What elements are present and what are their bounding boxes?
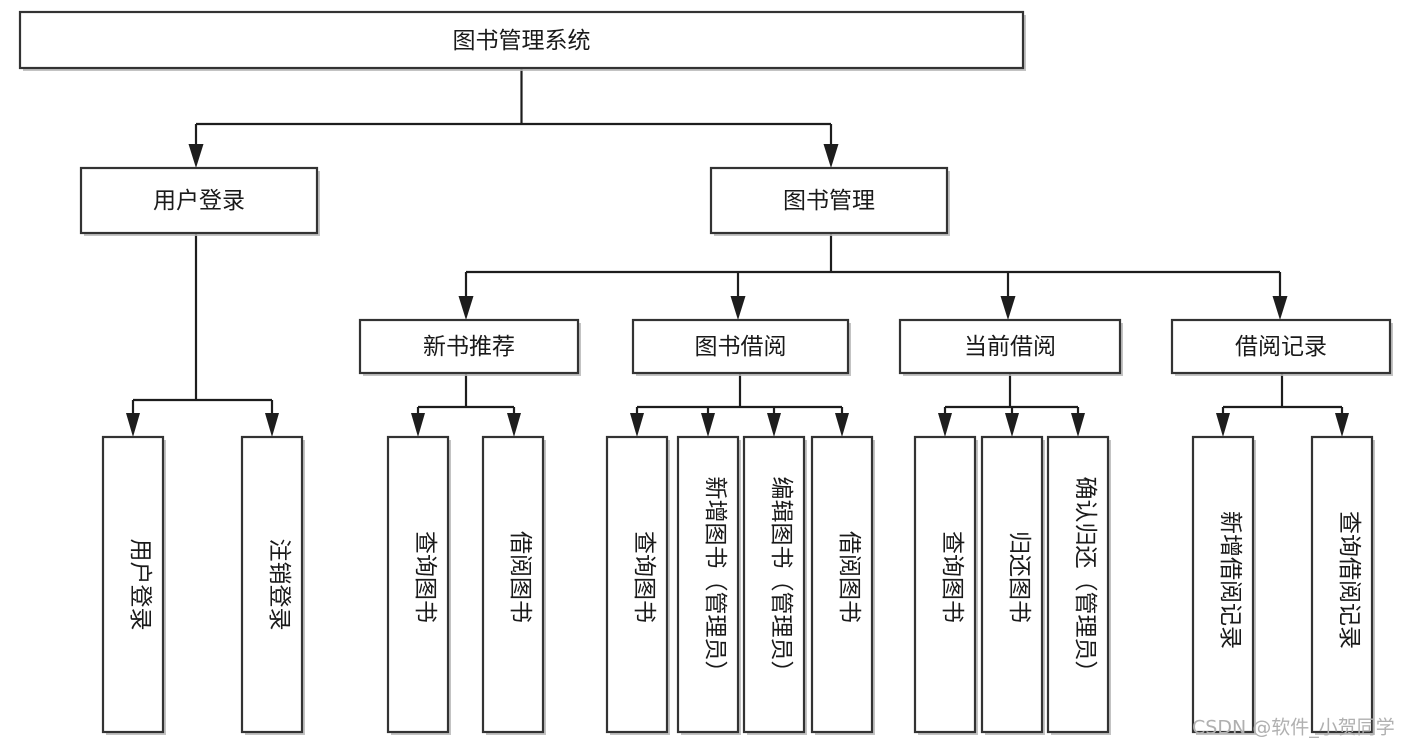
node-current-borrow-label: 当前借阅 [964, 334, 1056, 360]
arrowhead-new-book-recommend [458, 296, 474, 320]
arrowhead-leaf-confirm-return [1071, 413, 1085, 437]
node-leaf-add-record[interactable]: 新增借阅记录 [1191, 435, 1256, 735]
node-borrow-record-box[interactable] [1170, 318, 1392, 375]
node-book-borrow-box[interactable] [631, 318, 850, 375]
node-leaf-confirm-return[interactable]: 确认归还（管理员） [1046, 435, 1111, 735]
node-leaf-user-login-label: 用户登录 [127, 539, 153, 631]
arrowhead-leaf-query-book-1 [411, 413, 425, 437]
node-leaf-query-book-2[interactable]: 查询图书 [605, 435, 670, 735]
node-new-book-recommend[interactable]: 新书推荐 [358, 318, 581, 376]
arrowhead-leaf-add-record [1216, 413, 1230, 437]
node-user-login-box[interactable] [79, 166, 319, 235]
watermark-label: CSDN @软件_小贺同学 [1192, 717, 1395, 739]
edge-group-root-to-level2 [188, 68, 839, 168]
node-leaf-add-record-label: 新增借阅记录 [1217, 511, 1243, 649]
node-leaf-user-logout-box[interactable] [240, 435, 304, 734]
node-new-book-recommend-box[interactable] [358, 318, 580, 375]
node-leaf-edit-book-label: 编辑图书（管理员） [768, 477, 794, 684]
arrowhead-leaf-query-record [1335, 413, 1349, 437]
node-leaf-borrow-book-1[interactable]: 借阅图书 [481, 435, 546, 735]
arrowhead-leaf-user-logout [265, 413, 279, 437]
node-leaf-add-record-box[interactable] [1191, 435, 1255, 734]
node-leaf-borrow-book-1-box[interactable] [481, 435, 545, 734]
node-leaf-borrow-book-2-label: 借阅图书 [836, 531, 862, 623]
node-leaf-query-record-label: 查询借阅记录 [1336, 511, 1362, 649]
edge-group-current-borrow-to-leaves [938, 373, 1085, 437]
arrowhead-leaf-return-book [1005, 413, 1019, 437]
node-borrow-record[interactable]: 借阅记录 [1170, 318, 1393, 376]
node-leaf-borrow-book-1-label: 借阅图书 [507, 531, 533, 623]
node-root-box[interactable] [18, 10, 1025, 70]
node-book-management-box[interactable] [709, 166, 949, 235]
node-leaf-user-logout[interactable]: 注销登录 [240, 435, 305, 735]
node-leaf-add-book-box[interactable] [676, 435, 740, 734]
node-leaf-user-login[interactable]: 用户登录 [101, 435, 166, 735]
node-leaf-query-book-2-box[interactable] [605, 435, 669, 734]
node-user-login-label: 用户登录 [153, 188, 245, 214]
edge-group-book-borrow-to-leaves [630, 373, 849, 437]
node-book-borrow-label: 图书借阅 [695, 334, 787, 360]
node-borrow-record-label: 借阅记录 [1235, 334, 1327, 360]
edge-group-new-book-recommend-to-leaves [411, 373, 521, 437]
arrowhead-leaf-borrow-book-1 [507, 413, 521, 437]
edge-group-borrow-record-to-leaves [1216, 373, 1349, 437]
node-leaf-user-logout-label: 注销登录 [266, 539, 292, 631]
node-root-label: 图书管理系统 [453, 28, 591, 54]
node-leaf-query-book-2-label: 查询图书 [631, 531, 657, 623]
node-leaf-add-book[interactable]: 新增图书（管理员） [676, 435, 741, 735]
arrowhead-leaf-edit-book [767, 413, 781, 437]
node-leaf-query-record-box[interactable] [1310, 435, 1374, 734]
node-leaf-query-record[interactable]: 查询借阅记录 [1310, 435, 1375, 735]
node-leaf-query-book-3-label: 查询图书 [939, 531, 965, 623]
arrowhead-leaf-add-book [701, 413, 715, 437]
edge-group-book-management-to-level3 [458, 233, 1288, 320]
node-book-management-label: 图书管理 [783, 188, 875, 214]
node-leaf-return-book-label: 归还图书 [1006, 531, 1032, 623]
node-leaf-query-book-3[interactable]: 查询图书 [913, 435, 978, 735]
node-leaf-query-book-1-box[interactable] [386, 435, 450, 734]
arrowhead-leaf-query-book-3 [938, 413, 952, 437]
node-leaf-query-book-1[interactable]: 查询图书 [386, 435, 451, 735]
arrowhead-leaf-query-book-2 [630, 413, 644, 437]
arrowhead-current-borrow [1000, 296, 1016, 320]
node-leaf-edit-book[interactable]: 编辑图书（管理员） [742, 435, 807, 735]
arrowhead-book-management [823, 144, 839, 168]
node-leaf-user-login-box[interactable] [101, 435, 165, 734]
node-leaf-borrow-book-2[interactable]: 借阅图书 [810, 435, 875, 735]
arrowhead-user-login [188, 144, 204, 168]
node-leaf-query-book-1-label: 查询图书 [412, 531, 438, 623]
node-leaf-query-book-3-box[interactable] [913, 435, 977, 734]
node-leaf-return-book-box[interactable] [980, 435, 1044, 734]
node-leaf-add-book-label: 新增图书（管理员） [702, 477, 728, 684]
node-book-borrow[interactable]: 图书借阅 [631, 318, 851, 376]
node-leaf-confirm-return-box[interactable] [1046, 435, 1110, 734]
node-leaf-edit-book-box[interactable] [742, 435, 806, 734]
arrowhead-leaf-user-login [126, 413, 140, 437]
arrowhead-leaf-borrow-book-2 [835, 413, 849, 437]
node-current-borrow[interactable]: 当前借阅 [898, 318, 1123, 376]
node-leaf-return-book[interactable]: 归还图书 [980, 435, 1045, 735]
node-current-borrow-box[interactable] [898, 318, 1122, 375]
node-new-book-recommend-label: 新书推荐 [423, 334, 515, 360]
arrowhead-borrow-record [1272, 296, 1288, 320]
node-root[interactable]: 图书管理系统 [18, 10, 1026, 71]
arrowhead-book-borrow [730, 296, 746, 320]
node-leaf-borrow-book-2-box[interactable] [810, 435, 874, 734]
edge-group-user-login-to-leaves [126, 233, 279, 437]
node-book-management[interactable]: 图书管理 [709, 166, 950, 236]
node-leaf-confirm-return-label: 确认归还（管理员） [1072, 477, 1098, 684]
node-user-login[interactable]: 用户登录 [79, 166, 320, 236]
